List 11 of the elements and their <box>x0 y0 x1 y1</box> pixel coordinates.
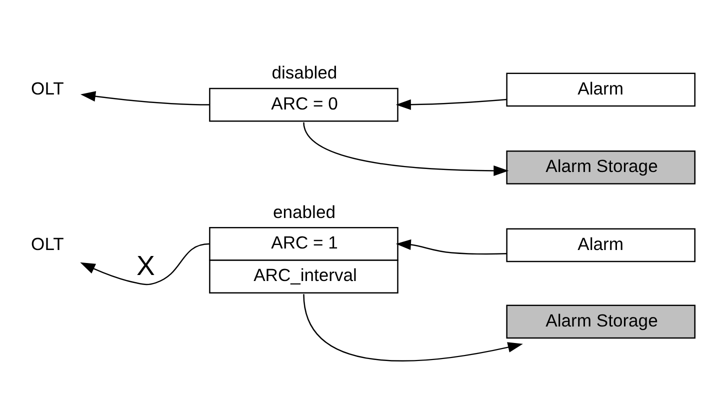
edge-label: X <box>136 250 154 281</box>
node-label: disabled <box>271 62 337 83</box>
arrow <box>80 91 210 106</box>
node-text: OLT <box>30 78 64 98</box>
arrow <box>395 239 506 255</box>
arrow <box>80 243 210 286</box>
node-label: enabled <box>272 202 335 222</box>
arrow <box>302 122 508 176</box>
arrow <box>302 294 522 362</box>
node-text: OLT <box>30 234 64 254</box>
arrow <box>395 98 506 110</box>
